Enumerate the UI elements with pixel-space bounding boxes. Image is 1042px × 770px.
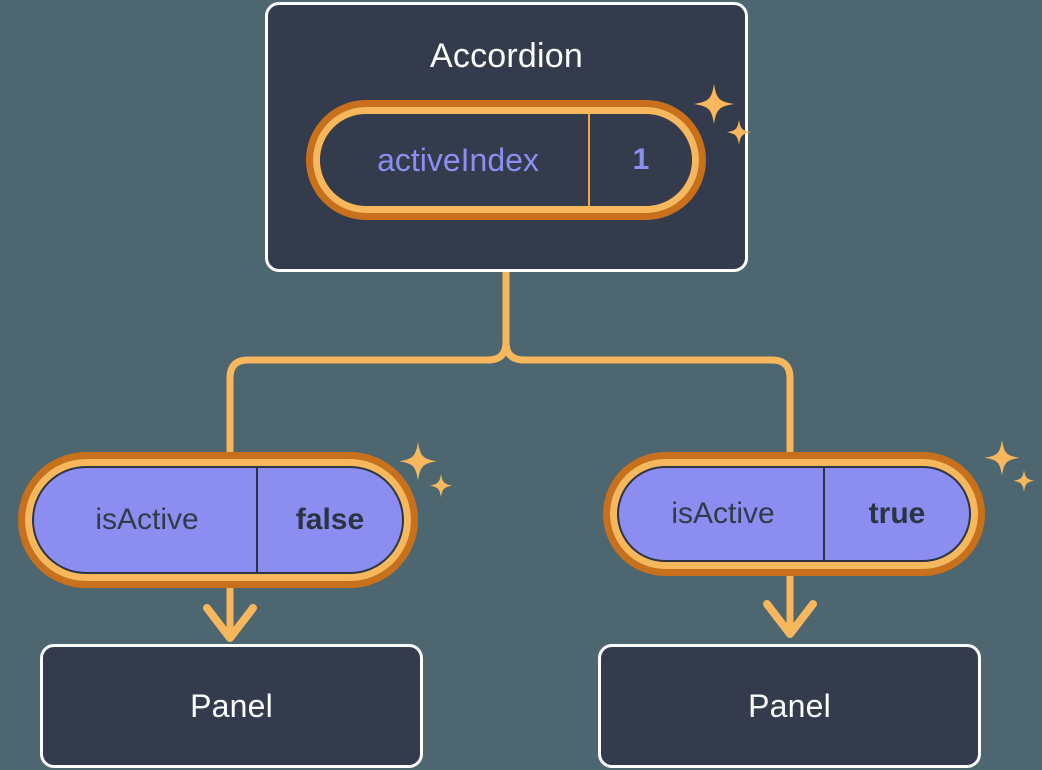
component-card-panel-left[interactable]: Panel [40, 644, 423, 768]
sparkle-small-icon [429, 474, 453, 498]
arrow-down-icon-right [763, 600, 817, 638]
state-pill-is-active-false[interactable]: isActive false [18, 452, 418, 588]
prop-key-label: isActive [671, 497, 775, 530]
arrow-down-icon-left [203, 604, 257, 642]
prop-value-label: false [256, 468, 402, 572]
prop-value-label: true [823, 468, 969, 560]
connector-root-branch-right [502, 268, 794, 459]
sparkle-icon [399, 442, 437, 481]
pill-outer-ring: isActive false [18, 452, 418, 588]
state-pill-is-active-true[interactable]: isActive true [603, 452, 985, 576]
panel-title-left: Panel [190, 687, 273, 724]
pill-body: isActive true [617, 466, 971, 562]
pill-body: isActive false [32, 466, 404, 574]
component-card-panel-right[interactable]: Panel [598, 644, 981, 768]
sparkle-group-right [982, 438, 1042, 509]
state-value-label: 1 [588, 114, 692, 206]
pill-body: activeIndex 1 [320, 114, 692, 206]
pill-inner-ring: isActive false [25, 459, 411, 581]
prop-key-label: isActive [95, 503, 199, 536]
sparkle-small-icon [1013, 470, 1035, 492]
panel-title-right: Panel [748, 687, 831, 724]
connector-root-branch [226, 268, 510, 459]
accordion-title: Accordion [430, 37, 583, 75]
pill-inner-ring: isActive true [610, 459, 978, 569]
pill-outer-ring: activeIndex 1 [306, 100, 706, 220]
sparkle-icon [984, 440, 1020, 476]
state-key-label: activeIndex [377, 141, 539, 178]
pill-outer-ring: isActive true [603, 452, 985, 576]
pill-inner-ring: activeIndex 1 [313, 107, 699, 213]
state-pill-active-index[interactable]: activeIndex 1 [306, 100, 706, 220]
